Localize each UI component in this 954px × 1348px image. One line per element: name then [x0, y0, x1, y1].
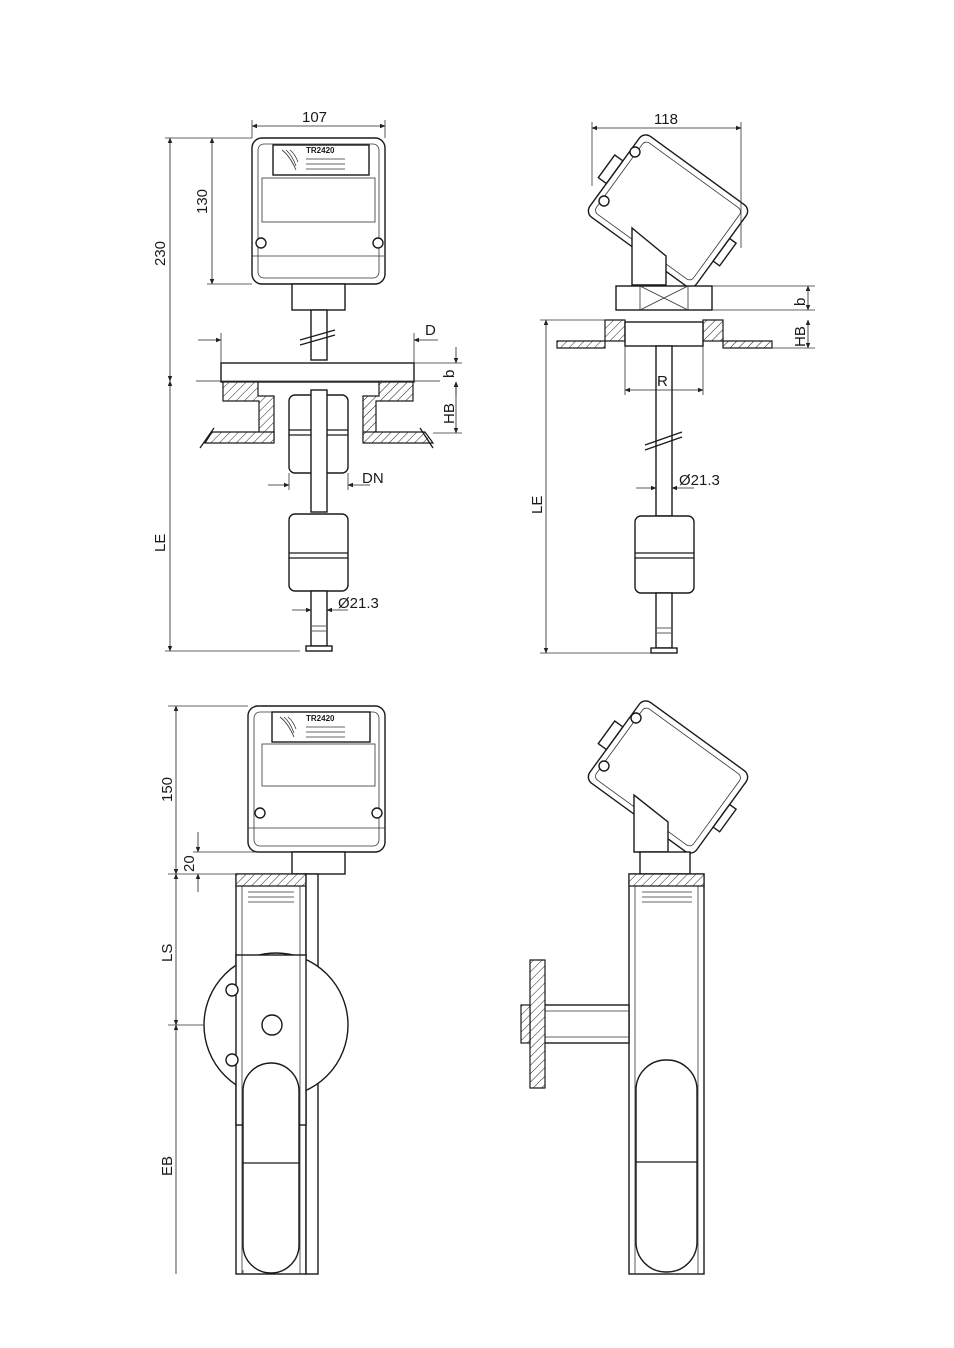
- dim-flange-d: D: [425, 322, 436, 339]
- dim-width: 107: [302, 109, 327, 126]
- dim-length: LE: [529, 496, 546, 514]
- nameplate: [272, 144, 370, 176]
- dim-flange-b: b: [441, 370, 458, 378]
- float: [635, 1059, 698, 1273]
- dim-total-height: 230: [152, 241, 169, 266]
- dim-b: b: [792, 298, 809, 306]
- dim-nominal-dn: DN: [362, 470, 384, 487]
- view-bottom-front: TR2420 150: [159, 705, 386, 1275]
- dim-ls: LS: [159, 944, 176, 962]
- float: [242, 1062, 300, 1274]
- housing-tilted: [587, 134, 749, 288]
- logo-icon: [281, 149, 299, 171]
- view-bottom-side: [520, 700, 749, 1275]
- dim-length: LE: [152, 534, 169, 552]
- view-top-side: 118 b HB R Ø21.3 LE: [529, 111, 815, 654]
- dim-flange-hb: HB: [441, 403, 458, 424]
- dim-hb: HB: [792, 326, 809, 347]
- dim-neck: 20: [181, 855, 198, 872]
- nameplate-model: TR2420: [306, 146, 335, 155]
- float: [634, 515, 695, 594]
- view-top-front: TR2420: [152, 109, 462, 652]
- flange-plate: [220, 362, 415, 383]
- dim-rod-diameter: Ø21.3: [679, 472, 720, 489]
- logo-icon: [279, 716, 297, 738]
- dim-rod-diameter: Ø21.3: [338, 595, 379, 612]
- screw-icon: [254, 807, 266, 819]
- screw-icon: [372, 237, 384, 249]
- dim-housing-height: 150: [159, 777, 176, 802]
- nameplate-model: TR2420: [306, 714, 335, 723]
- screw-icon: [255, 237, 267, 249]
- neck: [291, 283, 346, 311]
- dim-r: R: [657, 373, 668, 390]
- dim-width: 118: [654, 111, 678, 128]
- screw-icon: [371, 807, 383, 819]
- dim-housing-height: 130: [194, 189, 211, 214]
- dim-eb: EB: [159, 1156, 176, 1176]
